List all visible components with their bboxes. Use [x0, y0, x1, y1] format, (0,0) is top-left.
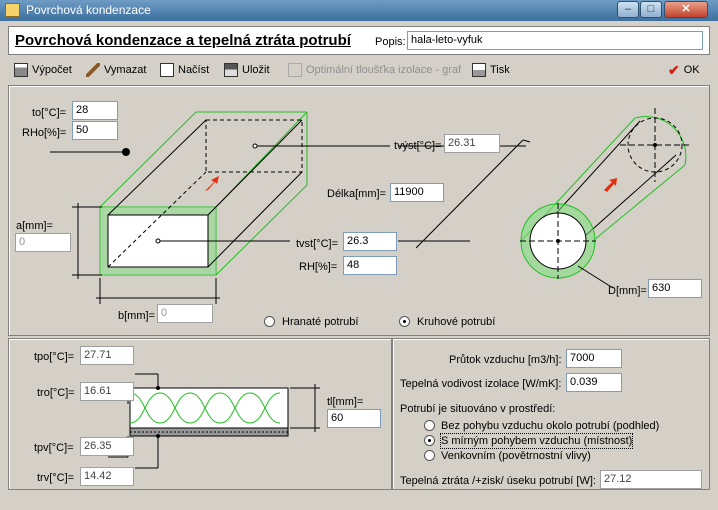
rectangular-duct — [72, 111, 390, 304]
close-button[interactable]: ✕ — [664, 1, 708, 18]
delka-input[interactable]: 11900 — [390, 183, 444, 202]
a-label: a[mm]= — [16, 220, 53, 232]
calculate-button[interactable]: Výpočet — [14, 61, 72, 79]
env-option-0-radio[interactable] — [424, 420, 435, 431]
heat-loss-label: Tepelná ztráta /+zisk/ úseku potrubí [W]… — [400, 475, 596, 487]
environment-label: Potrubí je situováno v prostředí: — [400, 403, 556, 415]
to-input[interactable]: 28 — [72, 101, 118, 120]
conductivity-label: Tepelná vodivost izolace [W/mK]: — [400, 378, 562, 390]
trv-label: trv[°C]= — [37, 472, 75, 484]
optimal-thickness-button[interactable]: Optimální tloušťka izolace - graf — [288, 61, 461, 79]
rect-duct-label: Hranaté potrubí — [282, 316, 359, 328]
tro-output: 16.61 — [80, 382, 134, 401]
save-button[interactable]: Uložit — [224, 61, 270, 79]
popis-label: Popis: — [375, 36, 406, 48]
print-button[interactable]: Tisk — [472, 61, 510, 79]
round-duct-label: Kruhové potrubí — [417, 316, 496, 328]
tro-label: tro[°C]= — [37, 387, 75, 399]
ok-button[interactable]: ✔OK — [668, 62, 700, 79]
tl-input[interactable]: 60 — [327, 409, 381, 428]
rh-label: RH[%]= — [299, 261, 338, 273]
a-input[interactable]: 0 — [15, 233, 71, 252]
tvst-label: tvst[°C]= — [296, 238, 338, 250]
round-duct — [520, 108, 690, 289]
tl-label: tl[mm]= — [327, 396, 364, 408]
rho-input[interactable]: 50 — [72, 121, 118, 140]
rh-input[interactable]: 48 — [343, 256, 397, 275]
maximize-button[interactable]: □ — [640, 1, 662, 18]
rect-duct-radio[interactable] — [264, 316, 275, 327]
rho-label: RHo[%]= — [22, 127, 67, 139]
popis-input[interactable]: hala-leto-vyfuk — [407, 31, 703, 50]
app-icon — [5, 3, 20, 17]
tvyst-label: tvýst[°C]= — [394, 140, 442, 152]
env-option-2-radio[interactable] — [424, 450, 435, 461]
layer-panel — [8, 338, 392, 490]
page-title: Povrchová kondenzace a tepelná ztráta po… — [15, 32, 351, 49]
tpo-output: 27.71 — [80, 346, 134, 365]
floppy-icon — [224, 63, 238, 78]
d-input[interactable]: 630 — [648, 279, 702, 298]
env-option-0-label: Bez pohybu vzduchu okolo potrubí (podhle… — [441, 420, 660, 432]
printer-icon — [472, 63, 486, 78]
checkmark-icon: ✔ — [668, 62, 680, 79]
insulation-layer-diagram — [108, 373, 320, 469]
d-label: D[mm]= — [608, 285, 647, 297]
round-duct-radio[interactable] — [399, 316, 410, 327]
tvyst-output: 26.31 — [444, 134, 500, 153]
brush-icon — [86, 63, 100, 78]
tpv-label: tpv[°C]= — [34, 442, 74, 454]
to-label: to[°C]= — [32, 107, 67, 119]
load-button[interactable]: Načíst — [160, 61, 209, 79]
minimize-button[interactable]: – — [617, 1, 639, 18]
window-title: Povrchová kondenzace — [26, 3, 151, 17]
document-icon — [160, 63, 174, 78]
geometry-panel — [8, 85, 710, 336]
flow-label: Průtok vzduchu [m3/h]: — [449, 354, 562, 366]
chart-icon — [288, 63, 302, 78]
parameters-panel — [392, 338, 710, 490]
b-input[interactable]: 0 — [157, 304, 213, 323]
tpo-label: tpo[°C]= — [34, 351, 75, 363]
b-label: b[mm]= — [118, 310, 155, 322]
env-option-1-radio[interactable] — [424, 435, 435, 446]
calculator-icon — [14, 63, 28, 78]
clear-button[interactable]: Vymazat — [86, 61, 146, 79]
conductivity-input[interactable]: 0.039 — [566, 373, 622, 392]
tvst-input[interactable]: 26.3 — [343, 232, 397, 251]
delka-label: Délka[mm]= — [327, 188, 386, 200]
flow-input[interactable]: 7000 — [566, 349, 622, 368]
env-option-2-label: Venkovním (povětrnostní vlivy) — [441, 450, 591, 462]
heat-loss-output: 27.12 — [600, 470, 702, 489]
trv-output: 14.42 — [80, 467, 134, 486]
env-option-1-label: S mírným pohybem vzduchu (místnost) — [439, 433, 634, 449]
tpv-output: 26.35 — [80, 437, 134, 456]
title-bar: Povrchová kondenzace – □ ✕ — [0, 0, 718, 21]
header-panel: Povrchová kondenzace a tepelná ztráta po… — [8, 26, 710, 55]
